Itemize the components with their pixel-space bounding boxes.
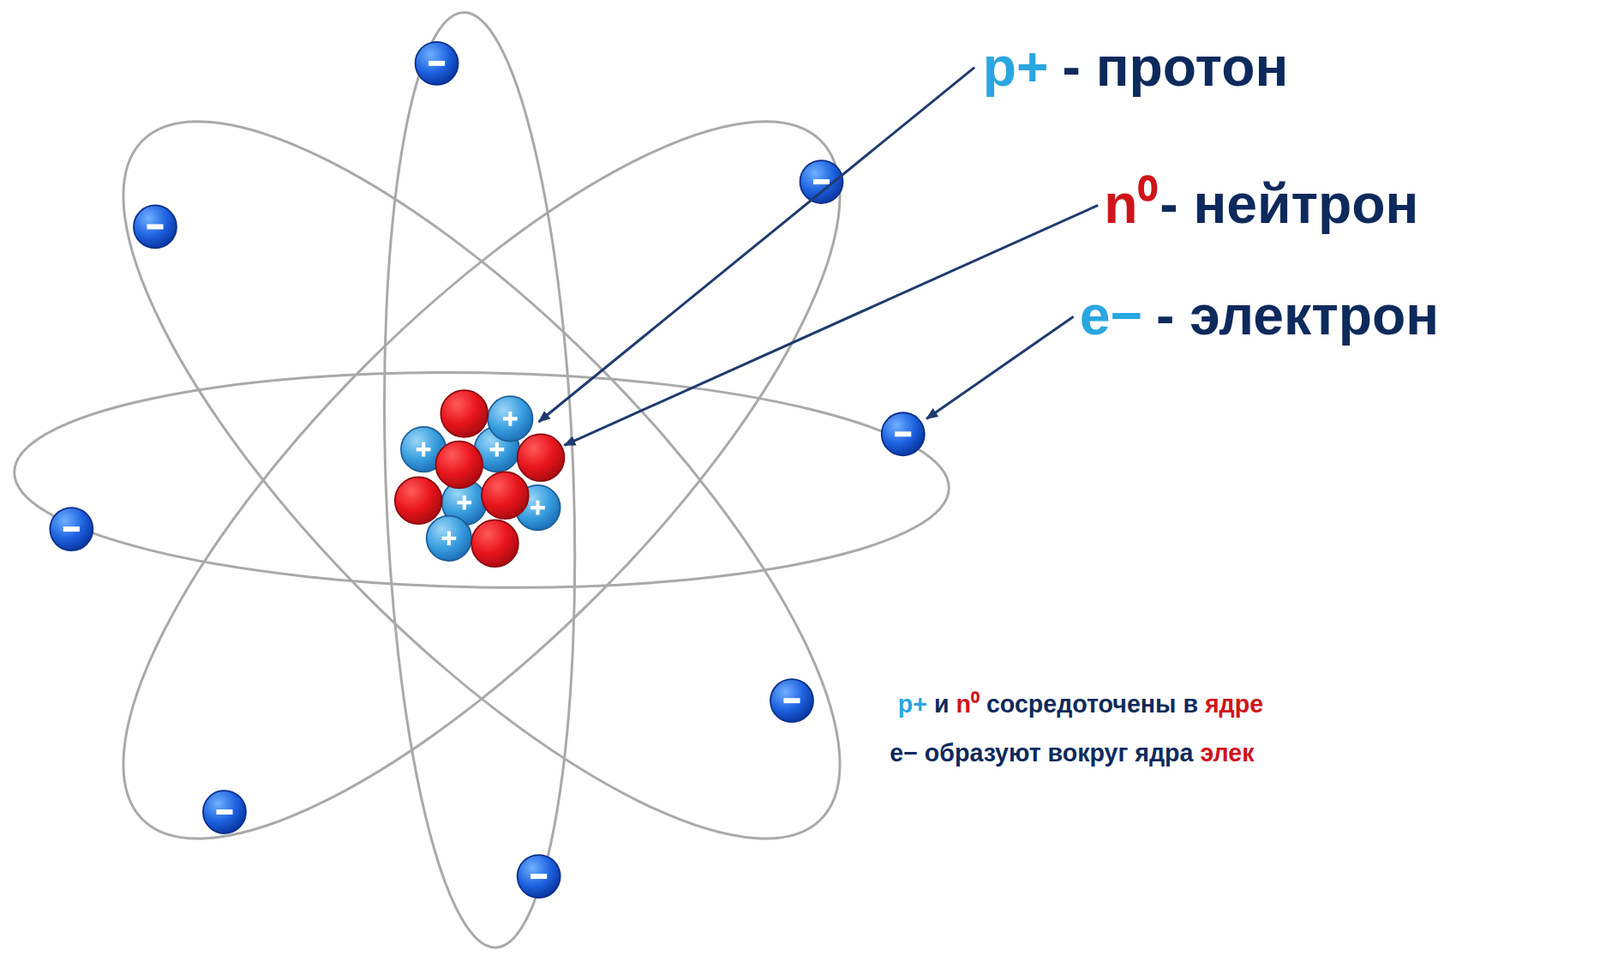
orbit [369,9,590,951]
note-text: сосредоточены в [986,689,1199,719]
particle-label: p+ [982,35,1049,100]
leader-line [539,67,975,422]
plus-sign [456,495,472,510]
electron [881,412,925,456]
orbit [27,24,937,935]
electron [415,41,459,85]
electron-ball [133,204,177,248]
minus-sign [428,60,445,66]
minus-sign [63,526,80,532]
electrons [49,41,924,898]
electron-ball [517,854,561,898]
note-text: элек [1199,738,1254,768]
minus-sign [146,223,163,229]
electron [203,790,246,833]
particle-label: - протон [1062,35,1289,100]
leader-lines [539,67,1098,446]
orbit [27,24,937,935]
orbit [12,364,952,595]
minus-sign [530,873,547,879]
minus-sign [813,179,830,185]
electron-ball [49,507,93,551]
electron-ball [770,678,814,722]
minus-sign [894,431,911,437]
electron-ball [203,790,246,833]
proton [426,515,472,561]
particle-label: n⁰ [1103,173,1157,237]
note-text: образуют вокруг ядра [924,738,1194,768]
proton-ball [487,395,533,441]
orbits [12,9,952,951]
note-text: e− [889,738,918,768]
electron-ball [415,41,459,85]
leader-line [926,316,1073,419]
neutron-ball [435,441,483,489]
electron [800,160,844,204]
proton [487,395,533,441]
nucleus [395,389,565,567]
minus-sign [215,808,233,815]
electron [517,854,561,898]
electron-ball [800,160,844,204]
plus-sign [530,500,546,516]
electron [133,204,177,248]
neutron-ball [440,389,488,438]
particle-label: e− [1079,284,1143,348]
plus-sign [416,442,432,457]
neutron-ball [517,433,565,481]
note-text: и [934,689,950,719]
minus-sign [783,697,800,703]
note-text: n⁰ [956,689,980,719]
particle-label: - нейтрон [1159,173,1419,237]
note-text: ядре [1204,689,1264,719]
particle-label: - электрон [1156,284,1439,348]
neutron-ball [481,471,529,519]
plus-sign [490,442,505,457]
electron [770,678,814,722]
proton-ball [426,515,472,561]
electron-ball [881,412,925,456]
neutron-ball [471,519,519,567]
leader-line [563,204,1098,445]
note-text: p+ [898,689,928,719]
electron [49,507,93,551]
plus-sign [503,411,518,426]
plus-sign [442,530,457,546]
neutron-ball [395,476,443,524]
